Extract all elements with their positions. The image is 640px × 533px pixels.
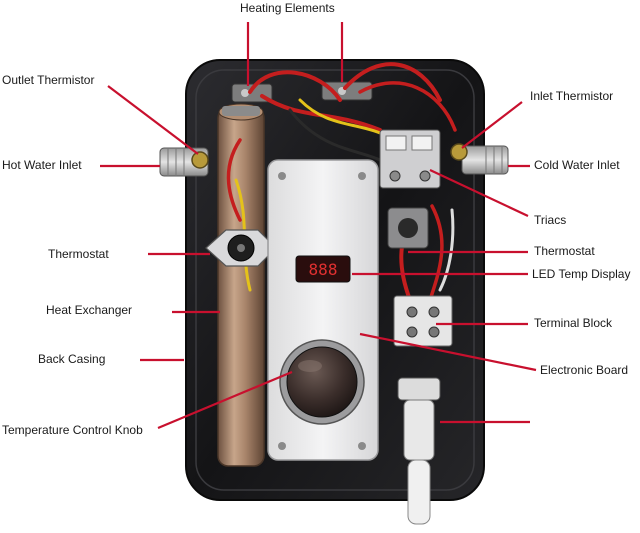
leader-triacs [429, 169, 529, 217]
label-hot-water-inlet: Hot Water Inlet [2, 158, 82, 172]
label-triacs: Triacs [534, 213, 567, 227]
terminal-block [393, 295, 453, 347]
label-thermostat-left: Thermostat [48, 247, 109, 261]
heat-exchanger [217, 103, 265, 467]
leader-outlet-thermistor [107, 85, 199, 155]
thermostat-left [205, 229, 277, 267]
svg-text:888: 888 [309, 260, 338, 279]
power-cable [397, 377, 441, 525]
leader-temperature-control-knob [157, 370, 293, 430]
label-back-casing: Back Casing [38, 352, 106, 366]
label-outlet-thermistor: Outlet Thermistor [2, 73, 95, 87]
label-cold-water-inlet: Cold Water Inlet [534, 158, 620, 172]
label-heating-elements: Heating Elements [240, 1, 335, 15]
led-temp-display: 888 [295, 255, 351, 283]
triacs [379, 129, 441, 189]
label-electronic-board: Electronic Board [540, 363, 629, 377]
thermostat-right [387, 207, 429, 249]
label-led-temp-display: LED Temp Display [532, 267, 631, 281]
label-heat-exchanger: Heat Exchanger [46, 303, 133, 317]
temperature-control-knob [279, 339, 365, 425]
leader-inlet-thermistor [461, 101, 523, 149]
leader-lines [100, 22, 537, 430]
label-terminal-block: Terminal Block [534, 316, 613, 330]
label-inlet-thermistor: Inlet Thermistor [530, 89, 614, 103]
label-thermostat-right: Thermostat [534, 244, 595, 258]
label-temperature-control-knob: Temperature Control Knob [2, 423, 143, 437]
cold-water-inlet-fitting [461, 145, 509, 175]
outlet-thermistor-sensor [191, 151, 209, 169]
leader-electronic-board [359, 332, 537, 372]
